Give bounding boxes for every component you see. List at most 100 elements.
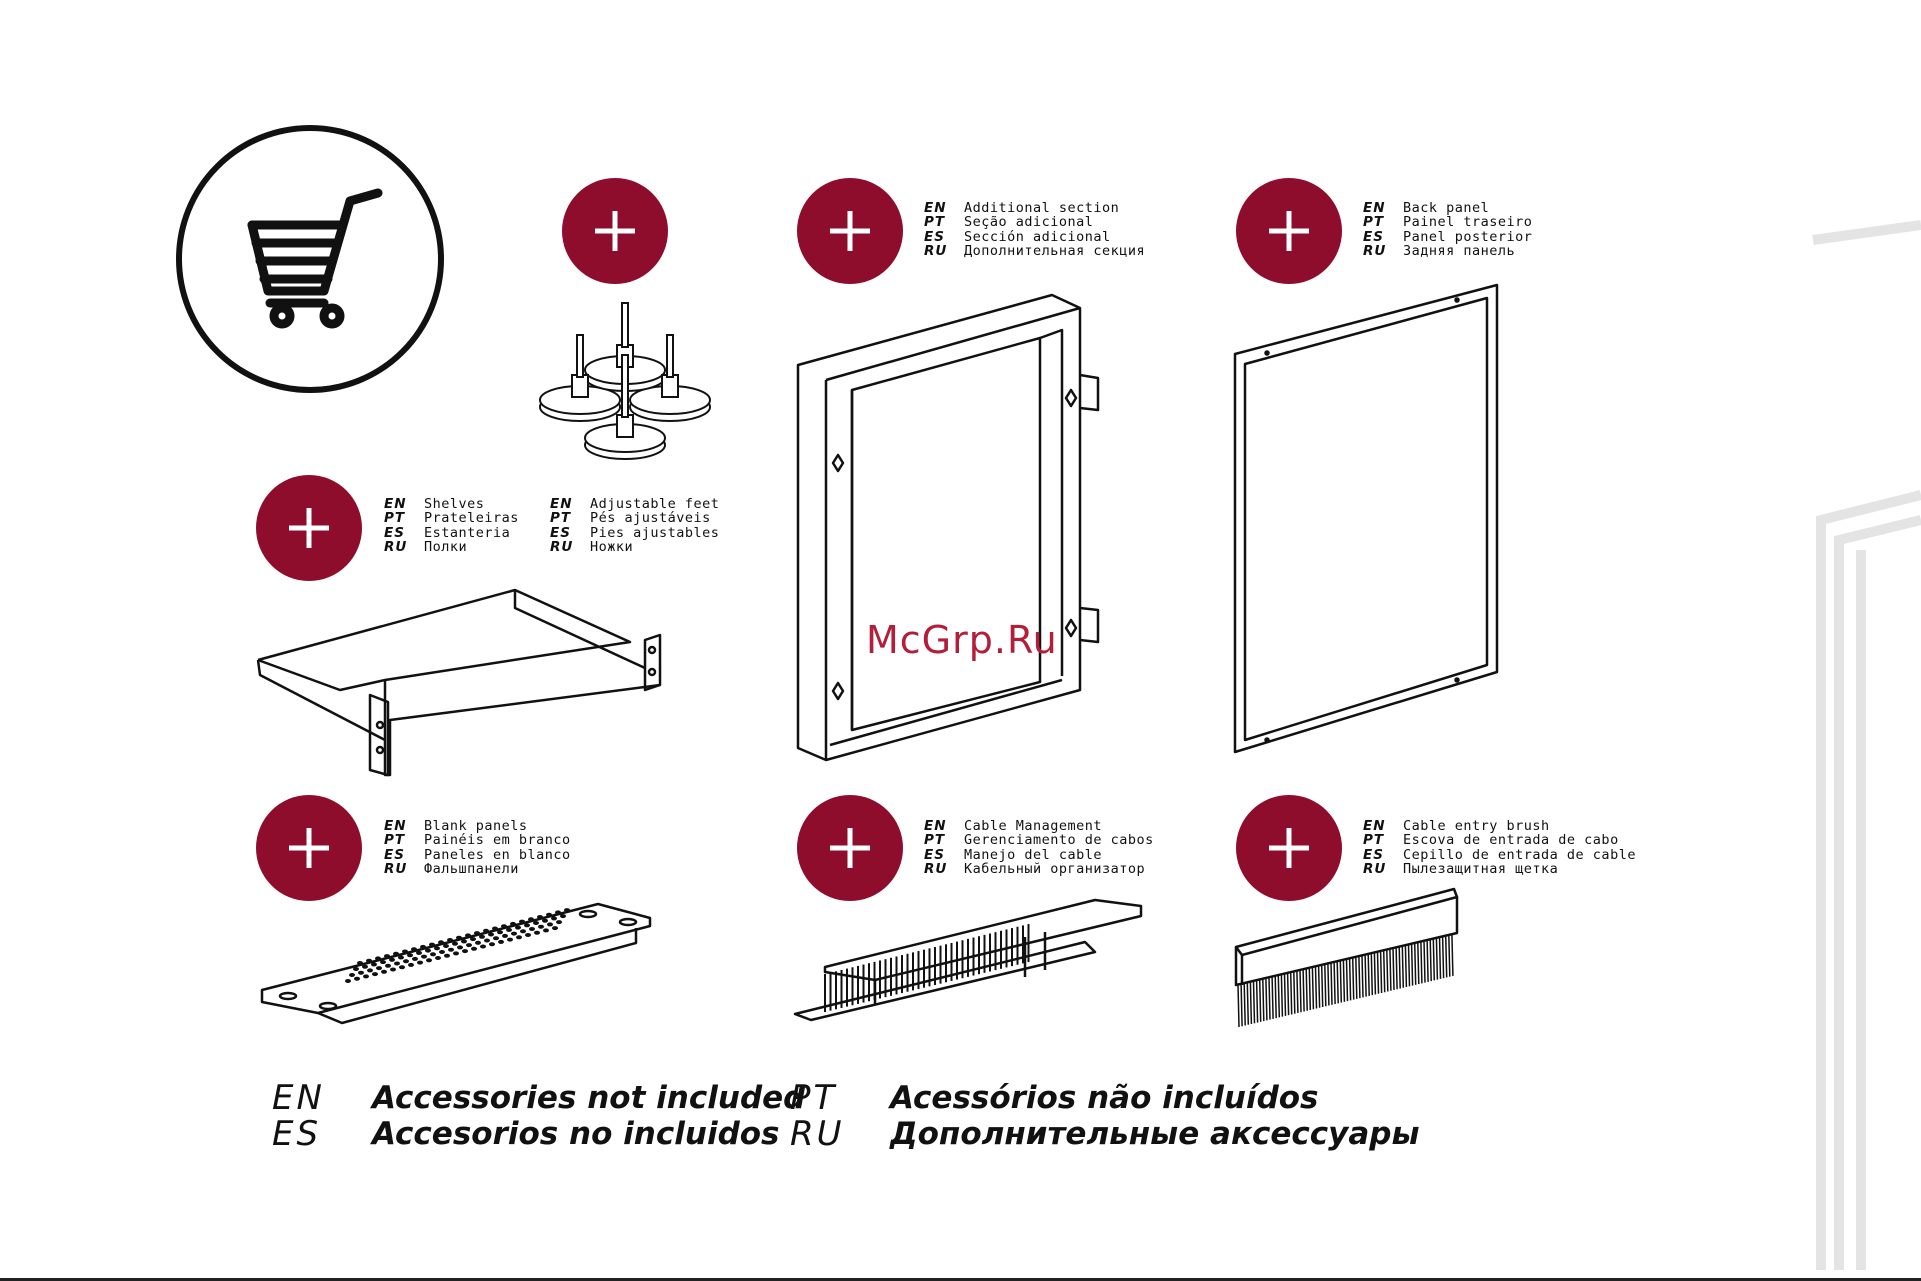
lang-code: PT <box>384 832 406 849</box>
vent-hole <box>538 924 544 929</box>
additional-section-illustration <box>796 293 1100 762</box>
brush-bristle <box>1308 967 1312 1010</box>
vent-hole <box>358 970 364 975</box>
label-text: Painel traseiro <box>1403 214 1533 231</box>
label-text: Кабельный организатор <box>964 861 1146 878</box>
page-bottom-rule <box>0 1278 1921 1281</box>
footer-text: Accesorios no incluidos <box>372 1116 780 1152</box>
vent-hole <box>384 954 390 959</box>
vent-hole <box>363 974 369 979</box>
vent-hole <box>429 942 435 947</box>
vent-hole <box>555 910 561 915</box>
lang-code: RU <box>924 861 948 878</box>
vent-hole <box>465 933 471 938</box>
vent-hole <box>443 944 449 948</box>
lang-code: RU <box>1363 861 1387 878</box>
brush-bristle <box>1327 963 1330 1006</box>
label-text: Пылезащитная щетка <box>1403 861 1559 878</box>
plus-icon <box>797 178 903 284</box>
vent-hole <box>519 919 525 924</box>
vent-hole <box>502 933 508 938</box>
brush-bristle <box>1444 935 1448 978</box>
brush-bristle <box>1395 947 1398 990</box>
brush-bristle <box>1361 955 1364 998</box>
brush-bristle <box>1420 941 1423 984</box>
vent-hole <box>483 928 489 933</box>
label-text: Paneles en blanco <box>424 846 571 863</box>
vent-hole <box>534 930 540 935</box>
rack-outline-decoration <box>1812 220 1921 1270</box>
label-text: Additional section <box>964 200 1120 216</box>
lang-code: ES <box>1363 228 1384 245</box>
vent-hole <box>474 931 480 936</box>
label-text: Cable Management <box>964 818 1103 834</box>
brush-bristle <box>1246 982 1250 1025</box>
brush-bristle <box>1258 979 1262 1022</box>
brush-bristle <box>1265 978 1268 1021</box>
cable-entry-brush-illustration <box>1234 887 1459 1028</box>
brush-bristle <box>1448 934 1451 977</box>
brush-bristle <box>1252 981 1256 1024</box>
vent-hole <box>375 956 381 961</box>
brush-bristle <box>1268 977 1271 1020</box>
lang-code: EN <box>1363 200 1386 216</box>
vent-hole <box>439 950 445 954</box>
vent-hole <box>366 958 372 963</box>
brush-bristle <box>1314 966 1318 1009</box>
shelf-illustration <box>256 588 662 777</box>
lang-code: PT <box>924 214 946 231</box>
lang-code: PT <box>550 510 572 527</box>
brush-bristle <box>1441 936 1445 979</box>
footer-text: Accessories not included <box>372 1080 806 1116</box>
vent-hole <box>371 962 377 967</box>
brush-bristle <box>1367 953 1370 996</box>
vent-hole <box>435 956 441 960</box>
adjustable-feet-illustration <box>539 302 711 460</box>
lang-code: ES <box>1363 846 1384 863</box>
lang-code: PT <box>924 832 946 849</box>
vent-hole <box>444 953 450 958</box>
vent-hole <box>353 967 359 971</box>
vent-hole <box>372 972 378 977</box>
vent-hole <box>385 963 391 968</box>
vent-hole <box>403 959 409 964</box>
vent-hole <box>492 926 498 931</box>
label-text: Adjustable feet <box>590 496 720 512</box>
brush-bristle <box>1283 973 1287 1016</box>
vent-hole <box>466 943 472 948</box>
vent-hole <box>381 969 387 974</box>
brush-bristle <box>1280 974 1284 1017</box>
brush-bristle <box>1262 979 1265 1022</box>
brush-bristle <box>1330 962 1333 1005</box>
vent-hole <box>416 950 422 955</box>
lang-code: PT <box>1363 214 1385 231</box>
vent-hole <box>354 976 360 981</box>
vent-hole <box>389 957 395 962</box>
lang-code: EN <box>924 200 947 216</box>
label-text: Back panel <box>1403 200 1490 216</box>
lang-code: ES <box>924 228 945 245</box>
brush-bristle <box>1342 959 1346 1002</box>
lang-code: EN <box>550 496 573 512</box>
label-text: Ножки <box>590 539 634 556</box>
brush-bristle <box>1404 945 1408 988</box>
brush-bristle <box>1373 952 1377 995</box>
vent-hole <box>390 967 396 972</box>
label-text: Pés ajustáveis <box>590 510 711 527</box>
brush-bristle <box>1398 946 1401 989</box>
vent-hole <box>420 944 426 949</box>
brush-bristle <box>1336 961 1339 1004</box>
brush-bristle <box>1401 945 1405 988</box>
label-text: Cepillo de entrada de cable <box>1403 846 1636 863</box>
vent-hole <box>525 933 531 937</box>
vent-hole <box>357 961 363 965</box>
brush-bristle <box>1432 938 1436 981</box>
brush-bristle <box>1249 982 1253 1025</box>
vent-hole <box>475 940 481 945</box>
lang-code: EN <box>384 496 407 512</box>
vent-hole <box>516 935 522 940</box>
vent-hole <box>560 914 566 919</box>
vent-hole <box>511 931 517 936</box>
